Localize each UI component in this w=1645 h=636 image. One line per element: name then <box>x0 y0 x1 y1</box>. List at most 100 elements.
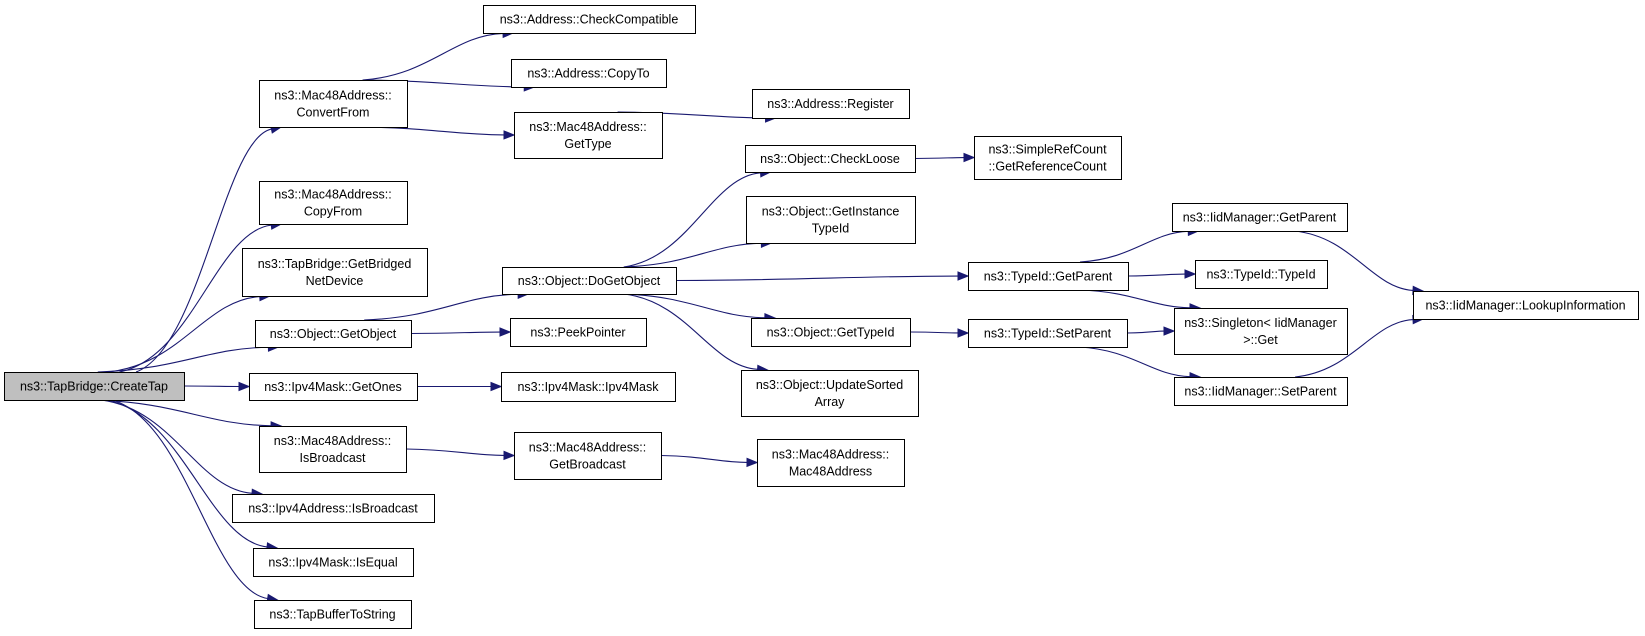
node-label: ns3::Mac48Address:: <box>274 188 391 202</box>
node-label: GetBroadcast <box>549 458 626 472</box>
node-tapbuffer[interactable]: ns3::TapBufferToString <box>254 600 412 629</box>
node-isequal[interactable]: ns3::Ipv4Mask::IsEqual <box>253 548 414 577</box>
node-label: ns3::Mac48Address:: <box>274 89 391 103</box>
node-box <box>4 372 185 401</box>
node-box <box>242 248 428 297</box>
node-box <box>253 548 414 577</box>
node-register[interactable]: ns3::Address::Register <box>752 89 910 119</box>
node-label: ns3::Ipv4Mask::GetOnes <box>264 380 402 394</box>
edge-line <box>623 293 758 370</box>
node-singleton[interactable]: ns3::Singleton< IidManager>::Get <box>1174 308 1348 355</box>
node-typeidgetparent[interactable]: ns3::TypeId::GetParent <box>968 262 1129 291</box>
node-box <box>1172 203 1348 232</box>
node-label: ns3::TapBridge::CreateTap <box>20 380 168 394</box>
node-box <box>1195 260 1328 289</box>
node-label: ns3::TapBridge::GetBridged <box>258 257 412 271</box>
edge-createtap-to-getones <box>183 381 251 392</box>
edge-line <box>97 346 269 373</box>
node-label: Mac48Address <box>789 465 872 479</box>
node-label: ns3::IidManager::SetParent <box>1184 385 1337 399</box>
node-box <box>1174 308 1348 355</box>
edge-line <box>1126 330 1165 334</box>
node-gettype[interactable]: ns3::Mac48Address::GetType <box>514 112 663 159</box>
edge-line <box>623 242 762 268</box>
node-typeidsetparent[interactable]: ns3::TypeId::SetParent <box>968 319 1128 348</box>
node-box <box>255 320 412 348</box>
edge-line <box>410 331 501 335</box>
edge-createtap-to-ipv4isbroadcast <box>101 399 264 498</box>
node-dogetobject[interactable]: ns3::Object::DoGetObject <box>502 267 677 295</box>
arrowhead-icon <box>503 130 516 140</box>
node-box <box>1413 291 1639 320</box>
node-ipv4isbroadcast[interactable]: ns3::Ipv4Address::IsBroadcast <box>232 494 435 523</box>
node-label: ns3::Object::GetInstance <box>762 205 900 219</box>
node-mac48address[interactable]: ns3::Mac48Address::Mac48Address <box>757 439 905 487</box>
edge-line <box>1079 230 1189 263</box>
node-copyfrom[interactable]: ns3::Mac48Address::CopyFrom <box>259 181 408 225</box>
node-label: >::Get <box>1243 333 1278 347</box>
edge-objgettypeid-to-typeidsetparent <box>909 328 970 338</box>
edge-getones-to-ipv4mask <box>417 381 503 392</box>
node-checkloose[interactable]: ns3::Object::CheckLoose <box>745 145 916 173</box>
node-lookupinfo[interactable]: ns3::IidManager::LookupInformation <box>1413 291 1639 320</box>
node-box <box>746 196 916 244</box>
node-box <box>968 319 1128 348</box>
node-getbroadcast[interactable]: ns3::Mac48Address::GetBroadcast <box>514 432 662 480</box>
node-checkcompatible[interactable]: ns3::Address::CheckCompatible <box>483 5 696 34</box>
edge-line <box>914 156 965 160</box>
node-iidgetparent[interactable]: ns3::IidManager::GetParent <box>1172 203 1348 232</box>
node-box <box>259 181 408 225</box>
node-label: ::GetReferenceCount <box>988 160 1107 174</box>
edge-line <box>1079 289 1190 309</box>
node-label: GetType <box>564 137 611 151</box>
node-typeidctor[interactable]: ns3::TypeId::TypeId <box>1195 260 1328 289</box>
node-getrefcount[interactable]: ns3::SimpleRefCount::GetReferenceCount <box>974 136 1122 180</box>
node-ipv4mask[interactable]: ns3::Ipv4Mask::Ipv4Mask <box>501 372 676 402</box>
node-box <box>757 439 905 487</box>
edge-line <box>1295 319 1414 378</box>
nodes-layer: ns3::TapBridge::CreateTapns3::Mac48Addre… <box>4 5 1639 629</box>
edge-typeidsetparent-to-singleton <box>1126 326 1176 336</box>
arrowhead-icon <box>238 381 251 392</box>
node-box <box>254 600 412 629</box>
edge-line <box>362 32 504 81</box>
node-label: ns3::Address::Register <box>767 97 893 111</box>
arrowhead-icon <box>1184 269 1197 279</box>
node-label: ns3::Object::GetObject <box>270 327 397 341</box>
node-box <box>501 372 676 402</box>
node-label: ns3::Object::GetTypeId <box>767 326 895 340</box>
arrowhead-icon <box>957 328 970 338</box>
node-label: ns3::Address::CheckCompatible <box>500 13 679 27</box>
edge-line <box>362 126 505 136</box>
node-objgettypeid[interactable]: ns3::Object::GetTypeId <box>751 318 911 347</box>
node-label: ns3::Mac48Address:: <box>529 120 646 134</box>
node-box <box>502 267 677 295</box>
node-box <box>483 5 696 34</box>
node-iidsetparent[interactable]: ns3::IidManager::SetParent <box>1174 377 1348 406</box>
node-copyto[interactable]: ns3::Address::CopyTo <box>511 59 667 88</box>
node-label: ns3::TypeId::GetParent <box>984 270 1113 284</box>
node-peekpointer[interactable]: ns3::PeekPointer <box>510 318 647 347</box>
node-label: ConvertFrom <box>297 106 370 120</box>
node-label: ns3::Ipv4Mask::Ipv4Mask <box>517 380 659 394</box>
node-box <box>514 112 663 159</box>
node-createtap[interactable]: ns3::TapBridge::CreateTap <box>4 372 185 401</box>
node-label: ns3::Mac48Address:: <box>772 448 889 462</box>
node-getones[interactable]: ns3::Ipv4Mask::GetOnes <box>249 373 418 401</box>
node-macisbroadcast[interactable]: ns3::Mac48Address::IsBroadcast <box>259 426 407 473</box>
edge-line <box>119 224 272 373</box>
node-label: Array <box>815 395 846 409</box>
node-getobject[interactable]: ns3::Object::GetObject <box>255 320 412 348</box>
edge-line <box>909 331 959 334</box>
node-label: CopyFrom <box>304 205 362 219</box>
node-box <box>249 373 418 401</box>
node-convertfrom[interactable]: ns3::Mac48Address::ConvertFrom <box>259 80 408 128</box>
edge-line <box>1079 346 1190 378</box>
edge-line <box>623 293 765 319</box>
node-label: NetDevice <box>306 274 364 288</box>
edge-getbroadcast-to-mac48address <box>660 454 759 468</box>
